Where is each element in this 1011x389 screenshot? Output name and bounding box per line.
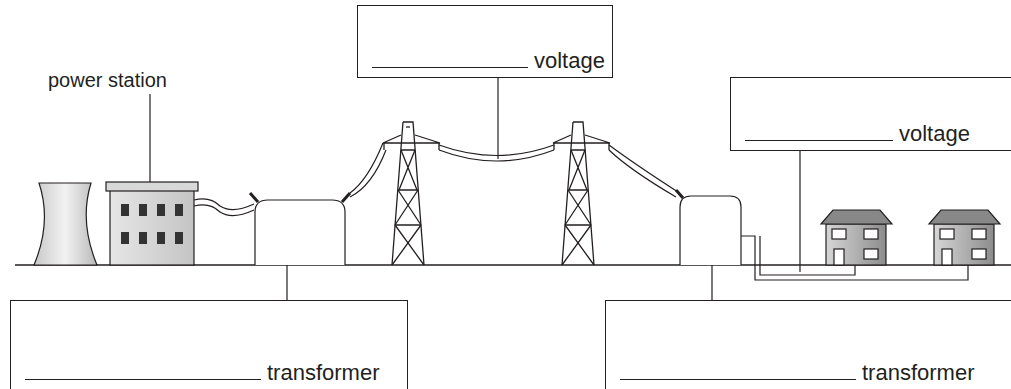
answer-blank [25,378,261,380]
power-station-building [106,182,198,265]
pylon [383,122,440,265]
pylon [553,122,610,265]
answer-box: transformer [10,300,408,389]
transformer-symbol [676,190,741,265]
leader-line [799,151,800,272]
cooling-tower [34,183,97,265]
answer-blank [372,66,528,68]
house [821,210,892,265]
cable [194,199,254,210]
answer-row: transformer [25,360,379,386]
box-text: voltage [534,48,605,74]
power-line [439,145,554,156]
power-line [609,150,676,197]
answer-row: voltage [745,121,970,147]
box-text: transformer [267,360,379,386]
answer-box: voltage [730,77,1011,151]
box-text: transformer [862,360,974,386]
leader-line [497,78,498,159]
power-line [350,150,386,197]
answer-blank [745,139,893,141]
answer-box: transformer [605,300,1011,389]
answer-blank [620,378,856,380]
leader-line [149,94,150,182]
house [929,210,1000,265]
answer-row: voltage [372,48,605,74]
power-line [609,145,678,192]
box-text: voltage [899,121,970,147]
answer-row: transformer [620,360,974,386]
cable [194,205,254,216]
transformer-symbol [250,193,350,265]
part-label: power station [46,68,169,92]
leader-line [711,265,712,300]
leader-line [286,265,287,300]
answer-box: voltage [357,5,613,78]
